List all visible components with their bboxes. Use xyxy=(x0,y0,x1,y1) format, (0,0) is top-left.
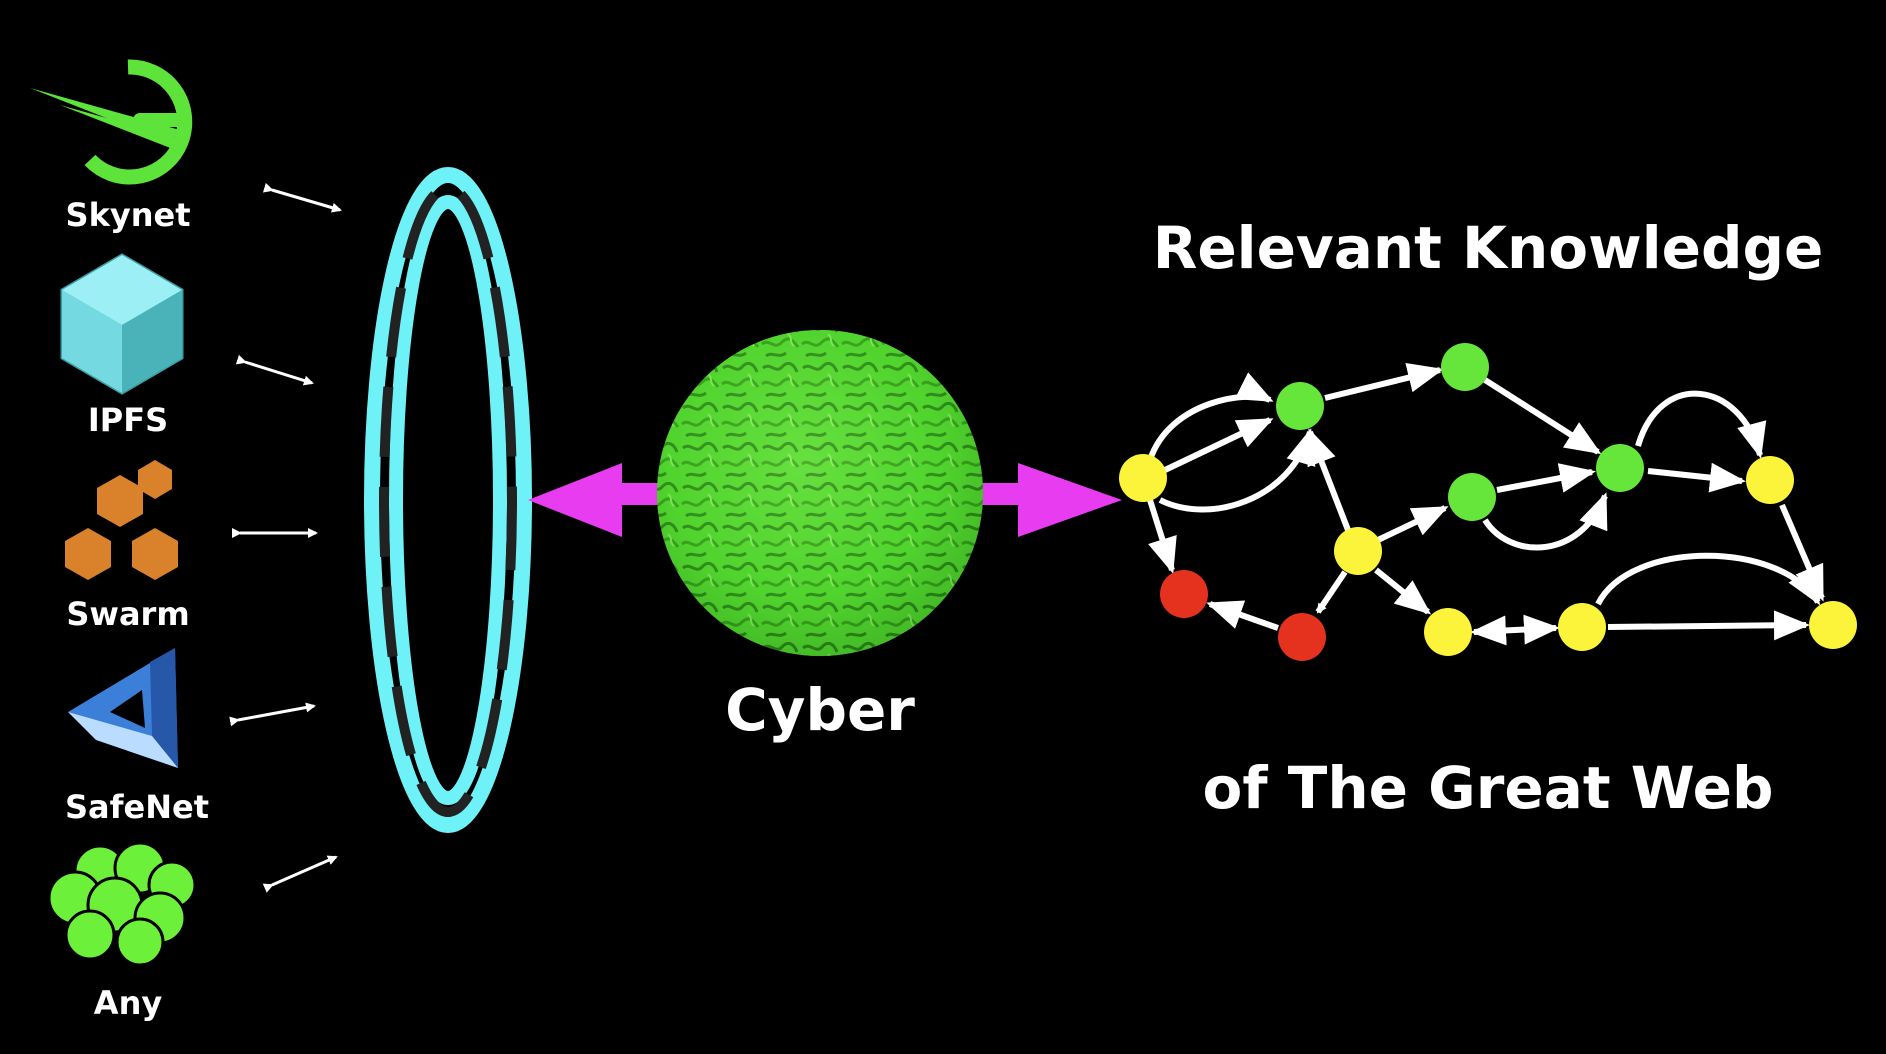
knowledge-title: Relevant Knowledge xyxy=(1153,214,1824,282)
network-label-skynet: Skynet xyxy=(66,196,191,234)
graph-edges xyxy=(1147,362,1825,646)
graph-node-red xyxy=(1160,570,1208,618)
knowledge-subtitle: of The Great Web xyxy=(1202,754,1773,822)
graph-node-green xyxy=(1276,382,1324,430)
double-arrow-any xyxy=(262,855,338,893)
cyber-label: Cyber xyxy=(725,676,915,744)
network-label-swarm: Swarm xyxy=(66,595,189,633)
double-arrow-ipfs xyxy=(235,354,314,386)
double-arrow-safenet xyxy=(229,702,316,727)
safenet-triangle-icon xyxy=(68,648,178,768)
graph-node-yellow xyxy=(1558,603,1606,651)
ipfs-cube-icon xyxy=(60,253,184,395)
graph-node-yellow xyxy=(1334,527,1382,575)
graph-node-green xyxy=(1596,444,1644,492)
double-arrow-skynet xyxy=(262,182,342,213)
portal-ring xyxy=(364,167,532,833)
graph-node-yellow xyxy=(1809,601,1857,649)
skynet-logo-icon xyxy=(30,59,193,185)
cluster-bubbles-icon xyxy=(47,841,197,967)
network-label-any: Any xyxy=(94,984,163,1022)
graph-node-green xyxy=(1441,343,1489,391)
network-label-safenet: SafeNet xyxy=(65,788,209,826)
graph-node-yellow xyxy=(1424,608,1472,656)
graph-node-green xyxy=(1448,473,1496,521)
graph-node-yellow xyxy=(1746,456,1794,504)
network-label-ipfs: IPFS xyxy=(88,401,168,439)
cyber-sphere xyxy=(657,330,983,656)
graph-nodes xyxy=(1119,343,1857,661)
magenta-arrow-right xyxy=(968,463,1122,537)
graph-node-red xyxy=(1278,613,1326,661)
graph-node-yellow xyxy=(1119,454,1167,502)
swarm-hexagons-icon xyxy=(65,460,178,580)
